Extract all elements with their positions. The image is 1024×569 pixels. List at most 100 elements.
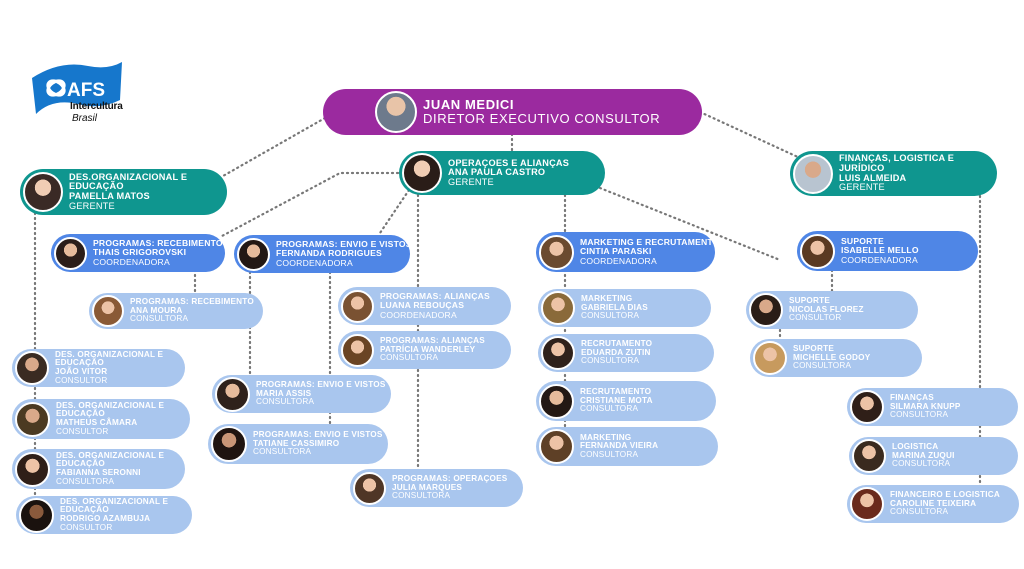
node-role: Coordenadora (841, 254, 918, 265)
consultant-rec-eduarda-node: Recrutamento Eduarda Zutin Consultora (538, 334, 714, 372)
avatar (852, 439, 886, 473)
avatar (793, 153, 833, 194)
node-role: Consultora (890, 410, 949, 420)
director-name: Juan Medici (423, 98, 515, 113)
manager-ops-node: Operações e Alianças Ana Paula Castro Ge… (399, 151, 605, 195)
node-line: Fernanda Vieira (580, 441, 659, 451)
node-line: Tatiane Cassimiro (253, 438, 340, 448)
node-line: Educação (56, 459, 105, 469)
avatar (23, 172, 63, 212)
node-role: Consultora (380, 353, 439, 363)
node-line: Luis Almeida (839, 172, 907, 183)
node-line: Marina Zuqui (892, 450, 955, 460)
avatar (541, 336, 575, 370)
node-line: Fernanda Rodrigues (276, 248, 382, 259)
logo-brand: AFS (67, 80, 105, 101)
node-role: Consultora (793, 361, 852, 371)
node-line: Financeiro e Logística (890, 491, 1000, 500)
node-line: Silmara Knupp (890, 401, 961, 411)
consultant-des-joao-node: Des. Organizacional e Educação João Vito… (12, 349, 185, 387)
node-line: Luana Rebouças (380, 300, 465, 311)
node-role: Consultora (256, 397, 315, 407)
node-role: Consultor (60, 522, 113, 532)
avatar (539, 429, 574, 464)
avatar (15, 351, 49, 385)
director-role: Diretor Executivo Consultor (423, 111, 661, 126)
node-line: Recrutamento (581, 340, 653, 349)
consultant-des-fabianna-node: Des. Organizacional e Educação Fabianna … (12, 449, 185, 489)
node-line: Fabianna Seronni (56, 468, 141, 477)
node-line: Educação (55, 358, 104, 368)
node-line: João Vitor (55, 367, 108, 376)
avatar (539, 234, 574, 270)
node-line: Pamella Matos (69, 191, 150, 201)
consultant-finlog-caroline-node: Financeiro e Logística Caroline Teixeira… (847, 485, 1019, 523)
node-role: Coordenadora (380, 309, 457, 320)
avatar (800, 233, 835, 269)
node-line: Operações e Alianças (448, 158, 570, 168)
consultant-mkt-fernanda-node: Marketing Fernanda Vieira Consultora (536, 427, 718, 466)
node-role: Consultora (890, 507, 949, 517)
node-role: Consultor (789, 313, 842, 323)
node-role: Consultora (580, 449, 639, 459)
node-line: Matheus Câmara (56, 418, 138, 427)
coord-aliancas-node: Programas: Alianças Luana Rebouças Coord… (338, 287, 511, 325)
consultant-rec-cristiane-node: Recrutamento Cristiane Mota Consultora (536, 381, 716, 421)
node-role: Coordenadora (580, 255, 657, 266)
avatar (211, 426, 247, 462)
node-line: Programas: Alianças (380, 337, 485, 346)
avatar (15, 401, 50, 437)
node-line: Gabriela Dias (581, 302, 648, 312)
afs-flag-icon: AFS (32, 62, 122, 114)
node-role: Gerente (69, 200, 115, 211)
consultant-receb-ana-node: Programas: Recebimento Ana Moura Consult… (89, 293, 263, 329)
avatar (753, 341, 787, 375)
node-line: Marketing e Recrutamento (580, 238, 715, 248)
consultant-log-marina-node: Logística Marina Zuqui Consultora (849, 437, 1018, 475)
avatar (749, 293, 783, 327)
avatar (215, 376, 250, 412)
consultant-envio-maria-node: Programas: Envio e Vistos Maria Assis Co… (212, 375, 391, 413)
avatar (541, 291, 575, 325)
avatar (341, 289, 374, 323)
node-line: Programas: Envio e Vistos (276, 240, 410, 250)
node-line: Suporte (793, 345, 834, 354)
avatar (341, 333, 374, 367)
node-line: Des.Organizacional e (69, 172, 188, 182)
node-line: Logística (892, 443, 939, 452)
node-line: Programas: Envio e Vistos (253, 431, 383, 440)
node-role: Consultora (392, 491, 451, 501)
manager-des-node: Des.Organizacional e Educação Pamella Ma… (20, 169, 227, 215)
node-line: Marketing (581, 295, 633, 304)
node-role: Consultora (253, 447, 312, 457)
coord-envio-node: Programas: Envio e Vistos Fernanda Rodri… (234, 235, 410, 273)
manager-fin-node: Finanças, Logística e Jurídico Luis Alme… (790, 151, 997, 196)
logo-line2: Brasil (72, 113, 98, 124)
node-role: Consultor (55, 375, 108, 385)
avatar (92, 295, 124, 327)
node-line: Cristiane Mota (580, 395, 653, 405)
node-role: Gerente (448, 176, 494, 187)
avatar (54, 236, 87, 270)
avatar (237, 237, 270, 271)
node-line: Programas: Recebimento (130, 298, 254, 307)
node-line: Programas: Recebimento (93, 239, 223, 249)
node-line: Finanças (890, 394, 934, 403)
consultant-envio-tatiane-node: Programas: Envio e Vistos Tatiane Cassim… (208, 424, 388, 464)
consultant-sup-michelle-node: Suporte Michelle Godoy Consultora (750, 339, 922, 377)
node-line: Finanças, Logística e (839, 154, 955, 164)
node-line: Julia Marques (392, 482, 463, 492)
node-line: Rodrigo Azambuja (60, 514, 151, 523)
node-line: Marketing (580, 433, 632, 442)
avatar (353, 471, 386, 505)
node-line: Educação (56, 409, 105, 419)
coord-suporte-node: Suporte Isabelle Mello Coordenadora (797, 231, 978, 271)
node-line: Thais Grigorovski (93, 247, 187, 258)
node-role: Consultora (130, 314, 189, 324)
node-line: Eduarda Zutin (581, 347, 651, 357)
node-role: Consultora (581, 356, 640, 366)
node-line: Programas: Envio e Vistos (256, 381, 386, 390)
node-role: Consultora (581, 311, 640, 321)
node-line: Cintia Paraski (580, 246, 652, 257)
node-line: Patrícia Wanderley (380, 344, 476, 354)
